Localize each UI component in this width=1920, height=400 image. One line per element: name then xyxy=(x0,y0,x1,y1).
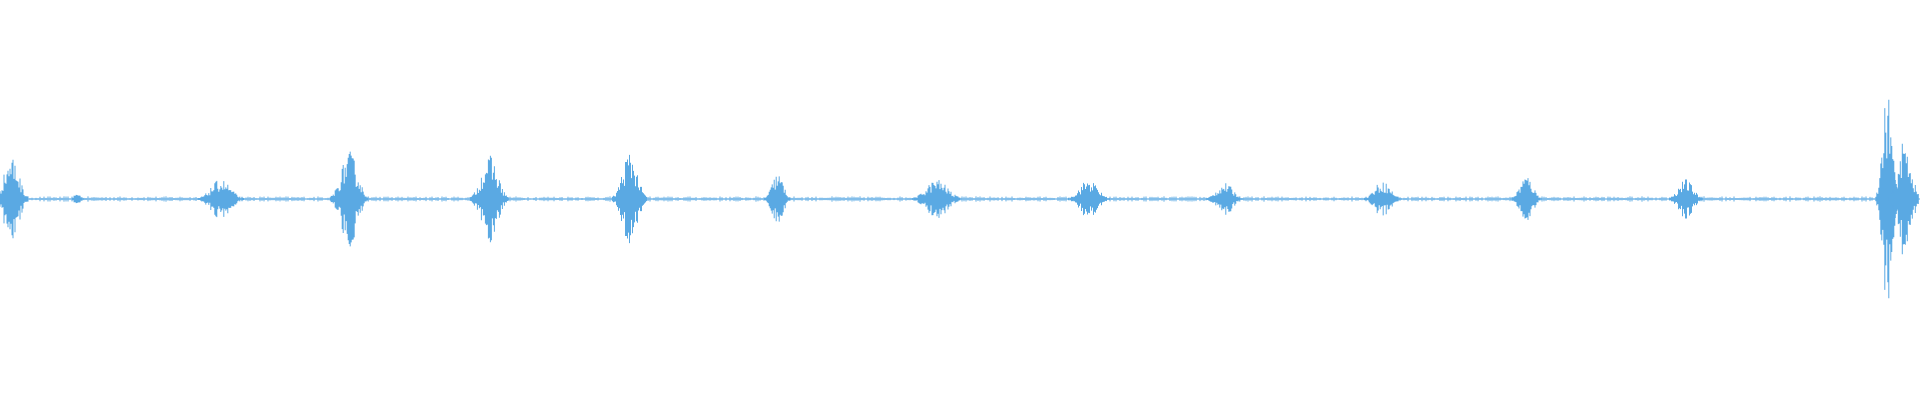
waveform-burst xyxy=(612,154,647,244)
waveform-burst xyxy=(1668,179,1703,219)
waveform-burst xyxy=(1067,182,1110,216)
waveform-burst xyxy=(197,180,245,218)
waveform-burst xyxy=(911,180,962,218)
waveform-burst xyxy=(763,176,791,222)
waveform-burst xyxy=(1205,183,1245,215)
waveform-burst xyxy=(1510,178,1542,220)
waveform-burst xyxy=(329,151,369,247)
waveform-burst xyxy=(0,159,29,239)
waveform-bursts xyxy=(0,99,1919,299)
waveform-burst xyxy=(469,155,509,243)
waveform-burst xyxy=(68,194,85,204)
waveform-burst xyxy=(1362,182,1402,216)
waveform-burst xyxy=(1888,143,1919,255)
